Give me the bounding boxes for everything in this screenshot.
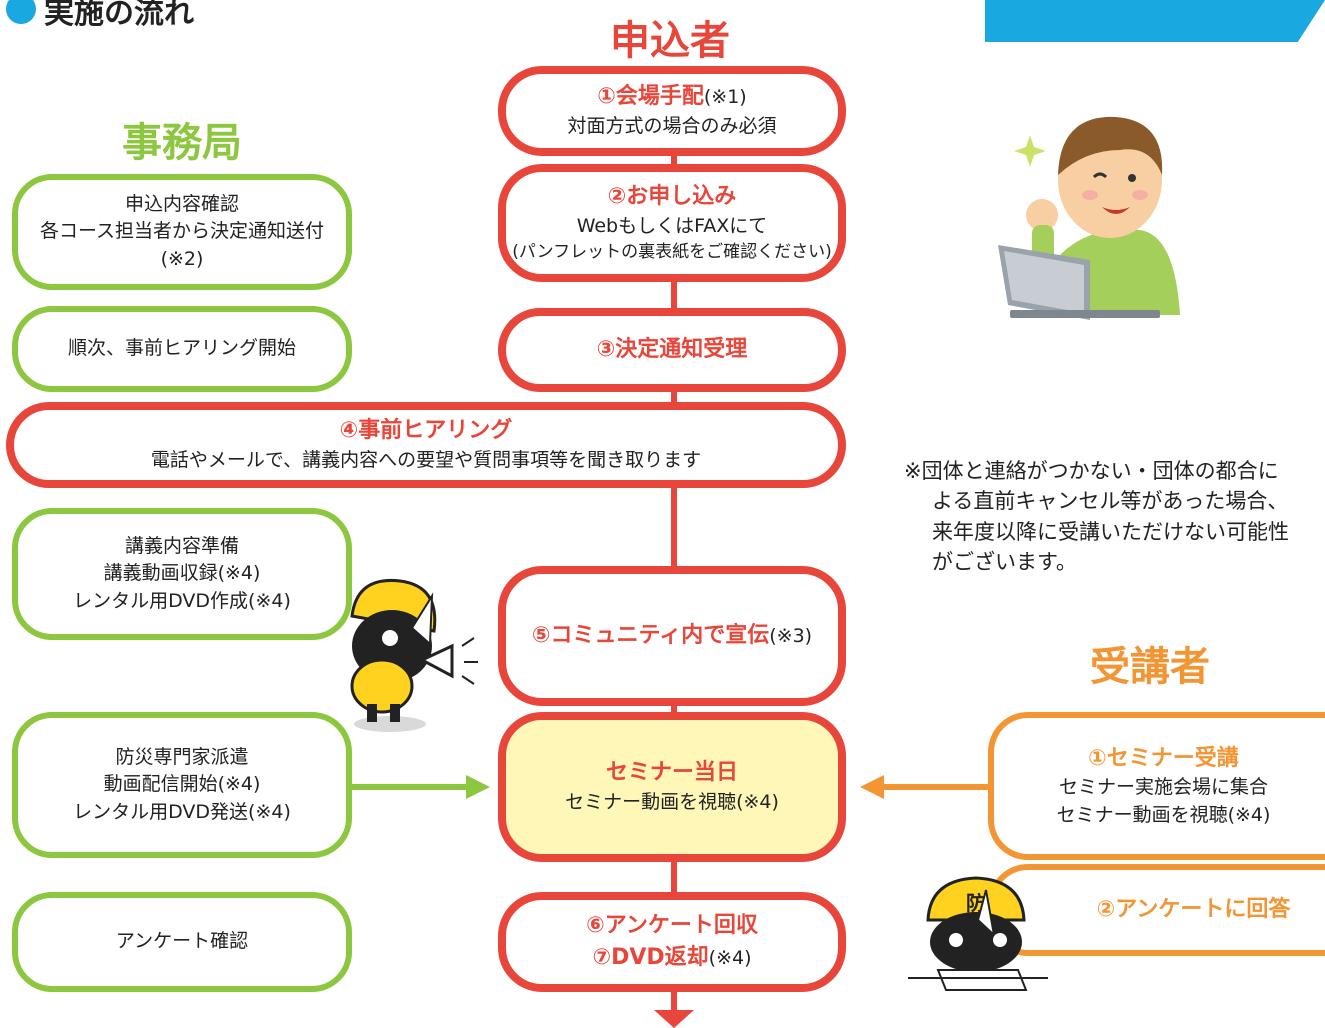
secretariat-hearing-start: 順次、事前ヒアリング開始 xyxy=(12,306,352,392)
step-venue-arrangement: ①会場手配(※1) 対面方式の場合のみ必須 xyxy=(498,66,846,156)
g3-line3: レンタル用DVD作成(※4) xyxy=(73,589,291,612)
mascot-survey-illustration: 防 xyxy=(908,876,1048,991)
seminar-day-body: セミナー動画を視聴(※4) xyxy=(565,791,779,814)
g4-line2: 動画配信開始(※4) xyxy=(103,773,261,796)
applicant-heading: 申込者 xyxy=(610,18,730,64)
g1-line3: (※2) xyxy=(160,247,204,270)
secretariat-application-check: 申込内容確認 各コース担当者から決定通知送付 (※2) xyxy=(12,174,352,290)
section-title: 実施の流れ xyxy=(44,0,194,31)
step2-title: ②お申し込み xyxy=(607,183,737,209)
note-line1: ※団体と連絡がつかない・団体の都合に xyxy=(904,459,1279,483)
o2-title: ②アンケートに回答 xyxy=(1096,897,1291,923)
secretariat-heading: 事務局 xyxy=(122,120,242,166)
step5-title: ⑤コミュニティ内で宣伝 xyxy=(531,623,770,649)
step-survey-collection: ⑥アンケート回収 ⑦DVD返却(※4) xyxy=(498,892,846,992)
secretariat-expert-dispatch: 防災専門家派遣 動画配信開始(※4) レンタル用DVD発送(※4) xyxy=(12,712,352,858)
attendee-heading: 受講者 xyxy=(1090,644,1210,690)
g4-line1: 防災専門家派遣 xyxy=(115,745,249,768)
flow-end-arrow xyxy=(654,1010,694,1028)
person-laptop-illustration xyxy=(998,116,1180,320)
step1-title: ①会場手配 xyxy=(597,84,704,110)
step3-title: ③決定通知受理 xyxy=(596,337,748,363)
attendee-survey-answer: ②アンケートに回答 xyxy=(988,864,1325,956)
step7-title: ⑦DVD返却 xyxy=(592,945,709,970)
secretariat-lecture-prep: 講義内容準備 講義動画収録(※4) レンタル用DVD作成(※4) xyxy=(12,508,352,640)
step1-body: 対面方式の場合のみ必須 xyxy=(567,115,777,138)
g1-line2: 各コース担当者から決定通知送付 xyxy=(39,220,325,243)
step5-note: (※3) xyxy=(769,625,813,648)
step1-note: (※1) xyxy=(703,86,747,109)
o1-line1: セミナー実施会場に集合 xyxy=(1058,776,1268,799)
step-seminar-day: セミナー当日 セミナー動画を視聴(※4) xyxy=(498,712,846,862)
step-decision-receipt: ③決定通知受理 xyxy=(498,308,846,392)
section-bullet-icon xyxy=(6,0,36,24)
step2-line2: (パンフレットの裏表紙をご確認ください) xyxy=(512,242,832,263)
seminar-day-title: セミナー当日 xyxy=(605,760,738,786)
note-line4: がございます。 xyxy=(932,550,1077,575)
g2-text: 順次、事前ヒアリング開始 xyxy=(67,337,296,360)
mascot-megaphone-illustration xyxy=(350,578,478,732)
secretariat-arrow-head xyxy=(466,775,490,799)
note-line2: よる直前キャンセル等があった場合、 xyxy=(932,489,1289,514)
g3-line2: 講義動画収録(※4) xyxy=(103,562,261,585)
g1-line1: 申込内容確認 xyxy=(124,192,239,215)
secretariat-survey-check: アンケート確認 xyxy=(12,892,352,992)
o1-line2: セミナー動画を視聴(※4) xyxy=(1056,803,1271,826)
note-line3: 来年度以降に受講いただけない可能性 xyxy=(932,519,1289,544)
step-application: ②お申し込み WebもしくはFAXにて (パンフレットの裏表紙をご確認ください) xyxy=(498,164,846,282)
corner-tab-decoration xyxy=(985,0,1325,42)
step-pre-hearing: ④事前ヒアリング 電話やメールで、講義内容への要望や質問事項等を聞き取ります xyxy=(6,402,846,488)
o1-title: ①セミナー受講 xyxy=(1088,745,1239,771)
attendee-seminar-attend: ①セミナー受講 セミナー実施会場に集合 セミナー動画を視聴(※4) xyxy=(988,712,1325,860)
g3-line1: 講義内容準備 xyxy=(124,534,239,557)
step7-note: (※4) xyxy=(708,947,752,969)
g4-line3: レンタル用DVD発送(※4) xyxy=(73,800,291,823)
g5-text: アンケート確認 xyxy=(115,930,249,953)
attendee-arrow-head xyxy=(860,775,884,799)
step2-line1: WebもしくはFAXにて xyxy=(576,214,768,237)
step4-body: 電話やメールで、講義内容への要望や質問事項等を聞き取ります xyxy=(150,449,702,472)
step-community-promotion: ⑤コミュニティ内で宣伝(※3) xyxy=(498,566,846,706)
step6-title: ⑥アンケート回収 xyxy=(586,913,758,939)
cancellation-note: ※団体と連絡がつかない・団体の都合に よる直前キャンセル等があった場合、 来年度… xyxy=(904,456,1324,578)
step4-title: ④事前ヒアリング xyxy=(339,418,513,444)
